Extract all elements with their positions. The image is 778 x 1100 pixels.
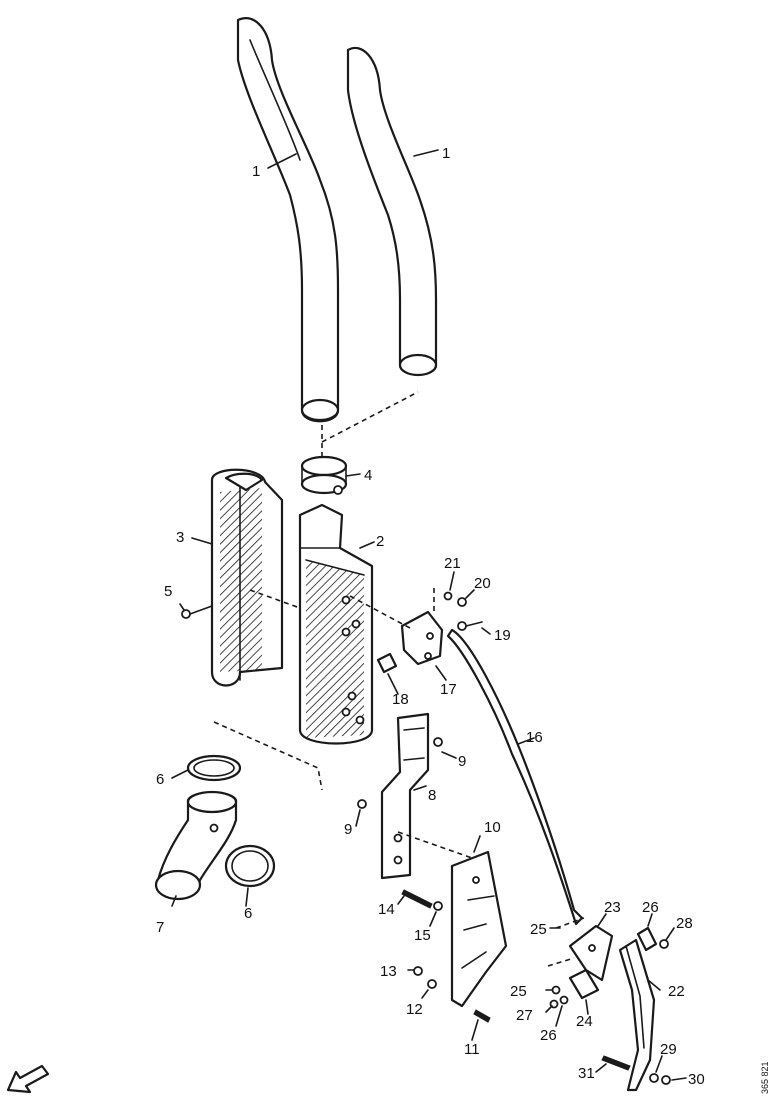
callout-11: 11 (464, 1041, 480, 1058)
bolt-19 (457, 621, 483, 631)
callout-2: 2 (376, 533, 384, 550)
nut-30 (661, 1075, 671, 1085)
support-rod (446, 628, 584, 926)
rear-clamp-24 (568, 968, 600, 1000)
strap-22 (618, 938, 656, 1092)
callout-5: 5 (164, 583, 172, 600)
bolt-21 (443, 591, 453, 601)
rod-line (555, 917, 585, 929)
callout-18: 18 (392, 691, 409, 708)
heat-shield (210, 468, 284, 687)
lower-axis-line (213, 721, 323, 791)
seal-ring-upper (186, 754, 242, 782)
callout-22: 22 (668, 983, 685, 1000)
washer-12 (427, 979, 437, 989)
callout-1b: 1 (442, 145, 450, 162)
bolt-14 (401, 889, 433, 909)
bolt-31 (601, 1055, 631, 1071)
callout-12: 12 (406, 1001, 423, 1018)
callout-26a: 26 (642, 899, 659, 916)
figure-code: 365 821 (760, 1061, 770, 1094)
leader-lines (171, 149, 687, 1081)
callout-9b: 9 (344, 821, 352, 838)
callout-15: 15 (414, 927, 431, 944)
bolt-5 (181, 605, 213, 619)
callout-4: 4 (364, 467, 372, 484)
bolt-25 (551, 985, 561, 995)
hanger-line (349, 595, 411, 629)
mounting-bracket (380, 712, 430, 880)
nut-13 (413, 966, 423, 976)
callout-7: 7 (156, 919, 164, 936)
front-arrow-icon (6, 1064, 50, 1094)
bolt-26-upper (636, 926, 658, 952)
callout-19: 19 (494, 627, 511, 644)
callout-17: 17 (440, 681, 457, 698)
support-plate (450, 850, 508, 1008)
screw-9a (433, 737, 443, 747)
callout-31: 31 (578, 1065, 595, 1082)
rear-holder (568, 924, 614, 982)
callout-30: 30 (688, 1071, 705, 1088)
washer-26-lower (559, 995, 569, 1005)
hanger-bracket (400, 610, 444, 666)
silencer (298, 503, 374, 745)
callout-25b: 25 (510, 983, 527, 1000)
callout-29: 29 (660, 1041, 677, 1058)
callout-20: 20 (474, 575, 491, 592)
callout-6b: 6 (244, 905, 252, 922)
callout-26b: 26 (540, 1027, 557, 1044)
callout-8: 8 (428, 787, 436, 804)
callout-numbers: 1 1 2 3 4 5 6 6 7 8 9 9 10 11 12 13 14 1… (156, 145, 705, 1088)
callout-14: 14 (378, 901, 395, 918)
callout-16: 16 (526, 729, 543, 746)
bracket-link-line (397, 831, 473, 859)
washer-15 (433, 901, 443, 911)
callout-10: 10 (484, 819, 501, 836)
callout-24: 24 (576, 1013, 593, 1030)
callout-13: 13 (380, 963, 397, 980)
callout-23: 23 (604, 899, 621, 916)
callout-28: 28 (676, 915, 693, 932)
callout-6a: 6 (156, 771, 164, 788)
outlet-elbow (154, 790, 238, 901)
exhaust-pipe-left (236, 17, 340, 423)
rear-line (547, 957, 575, 967)
exhaust-pipe-right (346, 47, 438, 377)
screw-9b (357, 799, 367, 809)
washer-29 (649, 1073, 659, 1083)
nut-28-upper (659, 939, 669, 949)
callout-1a: 1 (252, 163, 260, 180)
callout-9a: 9 (458, 753, 466, 770)
bolt-11 (473, 1009, 491, 1023)
callout-27: 27 (516, 1007, 533, 1024)
pipe-joining-line (321, 391, 419, 443)
clip-18 (376, 652, 398, 674)
callout-25a: 25 (530, 921, 547, 938)
callout-3: 3 (176, 529, 184, 546)
nut-20 (457, 597, 467, 607)
pipe-clamp (300, 455, 348, 495)
seal-ring-lower (224, 844, 276, 888)
callout-21: 21 (444, 555, 461, 572)
